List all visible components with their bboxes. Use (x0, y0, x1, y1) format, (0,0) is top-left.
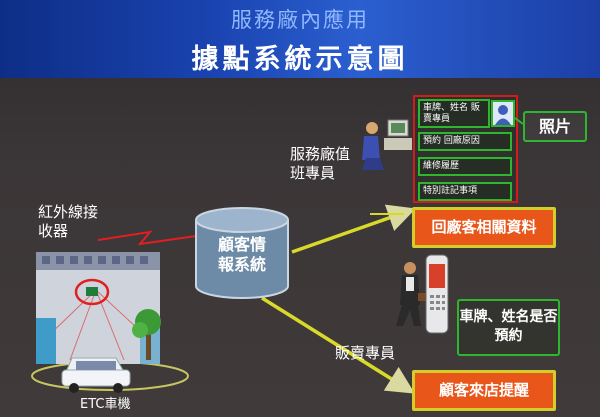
info-special-notes: 特別註記事項 (418, 182, 512, 201)
slide-subtitle: 服務廠內應用 (231, 8, 369, 32)
photo-label-box: 照片 (523, 111, 587, 142)
info-id-field: 車牌、姓名 販賣專員 (418, 99, 490, 128)
info-repair-history: 維修履歷 (418, 157, 512, 176)
sales-staff-label: 販賣專員 (335, 344, 396, 362)
receiver-link-line (97, 230, 197, 246)
receiver-highlight (74, 278, 110, 306)
slide-title: 據點系統示意圖 (191, 44, 409, 75)
database-label: 顧客情報系統 (217, 235, 266, 274)
receiver-label: 紅外線接收器 (38, 203, 99, 240)
etc-device-label: ETC車機 (80, 397, 131, 412)
arrow-to-customer-data (291, 204, 416, 254)
person-avatar-icon (491, 100, 515, 127)
reservation-info-box: 車牌、姓名是否預約 (457, 299, 560, 356)
service-staff-label: 服務廠值班專員 (290, 145, 351, 182)
tree-icon (132, 309, 161, 360)
arrow-to-store-alert (261, 296, 415, 394)
customer-data-box: 回廠客相關資料 (412, 207, 556, 248)
header-banner: 服務廠內應用 據點系統示意圖 (0, 0, 600, 78)
car-icon (61, 357, 131, 393)
store-alert-box: 顧客來店提醒 (412, 370, 556, 411)
database-cylinder-icon (195, 207, 289, 299)
info-visit-reason: 預約 回廠原因 (418, 132, 512, 151)
